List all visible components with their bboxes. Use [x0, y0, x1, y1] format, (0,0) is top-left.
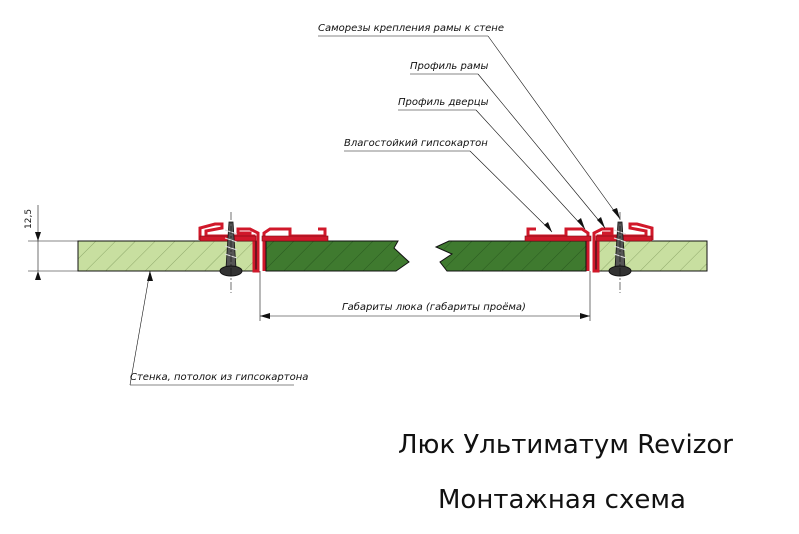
right-door-base [524, 235, 592, 242]
right-frame-base [595, 235, 653, 242]
label-drywall-moisture: Влагостойкий гипсокартон [344, 138, 488, 149]
label-wall-ceiling: Стенка, потолок из гипсокартона [130, 372, 309, 383]
label-door-profile: Профиль дверцы [398, 97, 489, 108]
right-door-profile [526, 227, 590, 271]
label-frame-profile: Профиль рамы [410, 61, 489, 72]
left-door-profile [262, 227, 327, 271]
right-door-drywall [434, 240, 587, 272]
label-thickness: 12,5 [24, 208, 34, 229]
title-product: Люк Ультиматум Revizor [398, 430, 733, 460]
left-frame-profile [198, 222, 260, 273]
right-wall-drywall [595, 240, 708, 272]
left-door-drywall [265, 240, 410, 272]
label-screws: Саморезы крепления рамы к стене [318, 23, 504, 34]
label-hatch-size: Габариты люка (габариты проёма) [342, 302, 526, 313]
title-scheme: Монтажная схема [438, 485, 686, 515]
left-door-base [261, 235, 329, 242]
